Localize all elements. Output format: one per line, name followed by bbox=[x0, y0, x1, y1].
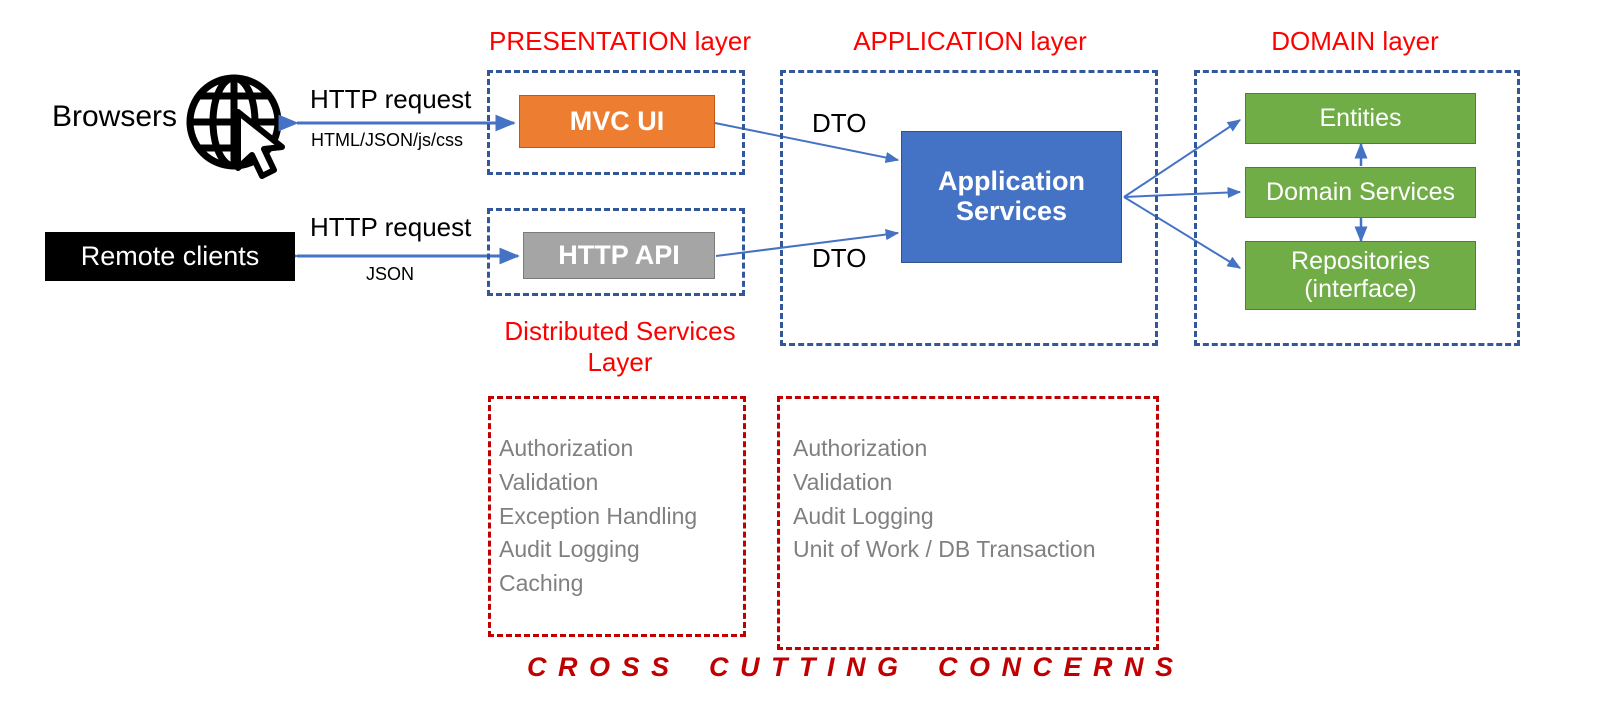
entities-box[interactable]: Entities bbox=[1245, 93, 1476, 144]
application-cross-cutting-frame bbox=[777, 396, 1159, 650]
domain-layer-frame bbox=[1194, 70, 1520, 346]
remote-request-label: HTTP request bbox=[310, 212, 472, 242]
remote-clients-box[interactable]: Remote clients bbox=[45, 232, 295, 281]
presentation-api-frame bbox=[487, 208, 745, 296]
browser-response-label: HTML/JSON/js/css bbox=[311, 130, 464, 150]
mvc-ui-box[interactable]: MVC UI bbox=[519, 95, 715, 148]
application-layer-title: APPLICATION layer bbox=[853, 26, 1087, 56]
presentation-layer-title: PRESENTATION layer bbox=[489, 26, 751, 56]
remote-response-label: JSON bbox=[366, 264, 415, 284]
domain-services-box[interactable]: Domain Services bbox=[1245, 167, 1476, 218]
presentation-mvc-frame bbox=[487, 70, 745, 175]
dto-top-label: DTO bbox=[812, 108, 867, 138]
browsers-label: Browsers bbox=[52, 100, 178, 133]
distributed-services-layer-title: Distributed Services Layer bbox=[504, 316, 736, 377]
domain-layer-title: DOMAIN layer bbox=[1271, 26, 1439, 56]
browser-request-label: HTTP request bbox=[310, 84, 472, 114]
dto-bottom-label: DTO bbox=[812, 243, 867, 273]
repositories-box[interactable]: Repositories (interface) bbox=[1245, 241, 1476, 310]
cross-cutting-concerns-caption: C R O S S C U T T I N G C O N C E R N S bbox=[527, 652, 1176, 682]
application-services-box[interactable]: Application Services bbox=[901, 131, 1122, 263]
globe-cursor-icon bbox=[186, 74, 282, 170]
cursor-arrow-icon bbox=[235, 109, 285, 179]
presentation-cross-cutting-frame bbox=[488, 396, 746, 637]
http-api-box[interactable]: HTTP API bbox=[523, 232, 715, 279]
presentation-cross-cutting-list: Authorization Validation Exception Handl… bbox=[499, 435, 698, 597]
application-cross-cutting-list: Authorization Validation Audit Logging U… bbox=[793, 435, 1096, 563]
application-layer-frame bbox=[780, 70, 1158, 346]
